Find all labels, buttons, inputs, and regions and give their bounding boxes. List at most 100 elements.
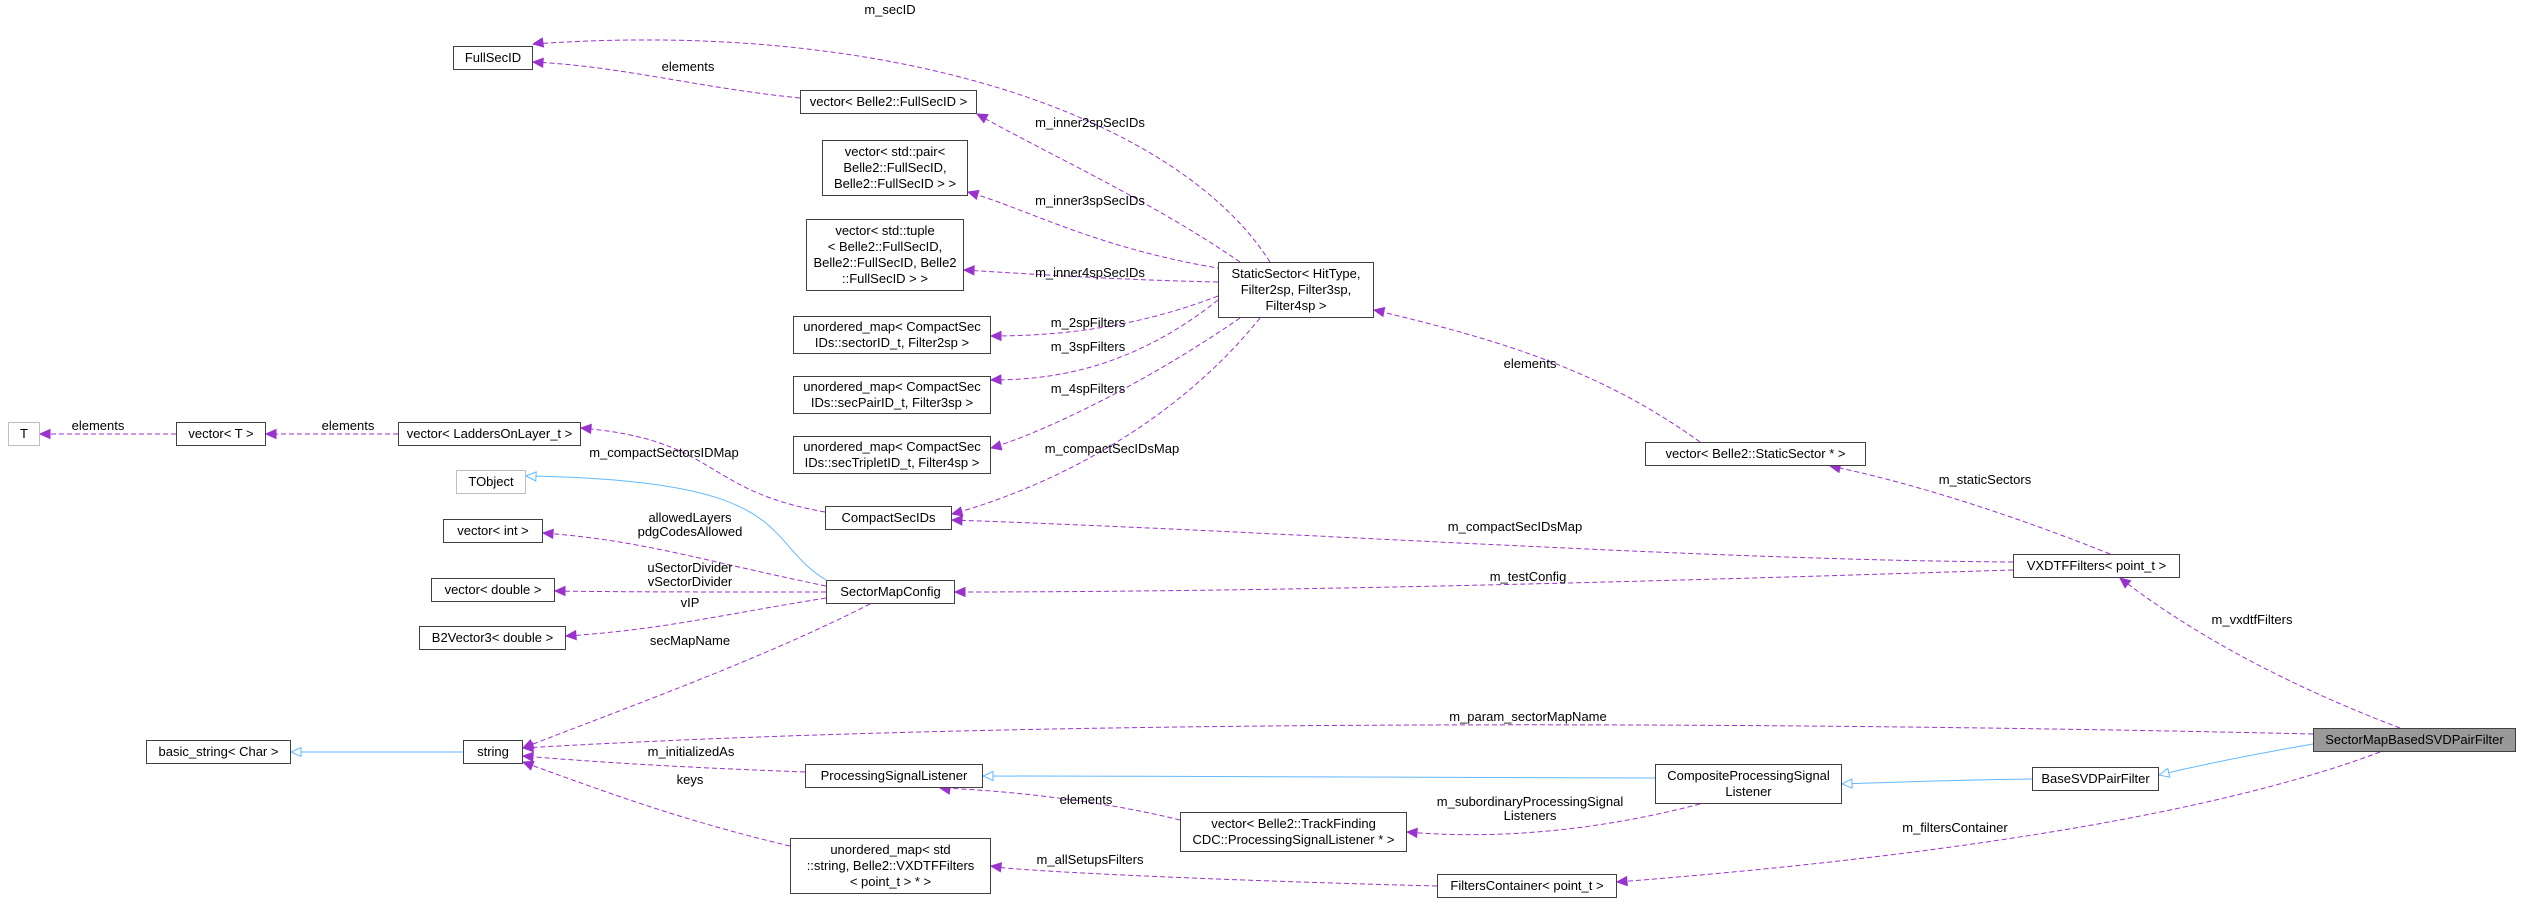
edge-arrowhead — [531, 37, 545, 48]
edge-arrowhead — [264, 428, 277, 440]
edge-labels: m_secID elements m_inner2spSecIDs m_inner3s… — [72, 2, 2293, 867]
node-compact-sec-ids[interactable]: CompactSecIDs — [825, 506, 952, 530]
node-label-line: TObject — [468, 474, 514, 489]
edge-label-line: m_filtersContainer — [1902, 820, 2008, 835]
node-vector-static-sector[interactable]: vector< Belle2::StaticSector * > — [1645, 442, 1866, 466]
usage-edge-19 — [565, 597, 827, 637]
edge-arrowhead — [541, 528, 554, 540]
edge-label-m-staticSectors: m_staticSectors — [1939, 472, 2032, 487]
node-label-line: unordered_map< CompactSec — [803, 319, 981, 334]
edge-arrowhead — [962, 265, 975, 276]
usage-edge-6 — [990, 299, 1219, 381]
node-label-line: B2Vector3< double > — [431, 630, 554, 645]
edge-label-line: elements — [72, 418, 125, 433]
node-t[interactable]: T — [8, 422, 40, 446]
node-label-line: SectorMapBasedSVDPairFilter — [2325, 732, 2504, 747]
node-label-line: vector< std::pair< — [844, 144, 946, 159]
node-basic-string[interactable]: basic_string< Char > — [146, 740, 291, 764]
node-b2vector3[interactable]: B2Vector3< double > — [419, 626, 566, 650]
edge-label-line: m_allSetupsFilters — [1037, 852, 1144, 867]
node-vector-fullsecid[interactable]: vector< Belle2::FullSecID > — [800, 90, 977, 114]
edge-label-line: m_inner2spSecIDs — [1035, 115, 1145, 130]
usage-edge-26 — [1616, 751, 2381, 883]
edge-label-m-initializedAs: m_initializedAs — [648, 744, 735, 759]
edge-label-m-allSetupsFilters: m_allSetupsFilters — [1037, 852, 1144, 867]
inheritance-edge-30 — [982, 775, 1656, 779]
node-vector-int[interactable]: vector< int > — [443, 519, 543, 543]
edge-label-m-secID: m_secID — [864, 2, 915, 17]
node-sector-map-config[interactable]: SectorMapConfig — [826, 580, 955, 604]
node-label-line: CompositeProcessingSignal — [1667, 768, 1830, 783]
node-vector-t[interactable]: vector< T > — [176, 422, 266, 446]
edge-label-line: m_2spFilters — [1051, 315, 1126, 330]
edge-label-line: elements — [322, 418, 375, 433]
node-vxdtf-filters[interactable]: VXDTFFilters< point_t > — [2013, 554, 2180, 578]
node-string[interactable]: string — [463, 740, 523, 764]
usage-edge-24 — [1406, 803, 1701, 836]
node-label-line: vector< std::tuple — [835, 223, 935, 238]
edge-arrowhead — [981, 770, 994, 782]
node-base-svd-pair-filter[interactable]: BaseSVDPairFilter — [2032, 767, 2159, 791]
inheritance-edge-31 — [1841, 778, 2033, 785]
node-label-line: StaticSector< HitType, — [1231, 266, 1361, 281]
usage-edge-17 — [542, 532, 827, 587]
node-label-line: FullSecID — [464, 50, 522, 65]
edge-arrowhead — [579, 423, 592, 435]
edge-label-m-inner3spSecIDs: m_inner3spSecIDs — [1035, 193, 1145, 208]
edges — [38, 37, 2401, 887]
node-static-sector[interactable]: StaticSector< HitType,Filter2sp, Filter3… — [1218, 262, 1374, 318]
edge-label-m-inner2spSecIDs: m_inner2spSecIDs — [1035, 115, 1145, 130]
node-label-line: Listener — [1725, 784, 1772, 799]
edge-label-elements-fullsecid: elements — [662, 59, 715, 74]
edge-arrowhead — [521, 741, 534, 753]
node-umap-string[interactable]: unordered_map< std::string, Belle2::VXDT… — [790, 838, 991, 894]
edge-label-m-inner4spSecIDs: m_inner4spSecIDs — [1035, 265, 1145, 280]
node-label-line: ::string, Belle2::VXDTFFilters — [806, 858, 975, 873]
edge-label-line: vIP — [681, 595, 700, 610]
edge-arrowhead — [953, 586, 966, 598]
node-vector-double[interactable]: vector< double > — [431, 578, 555, 602]
node-processing-signal-listener[interactable]: ProcessingSignalListener — [805, 764, 983, 788]
node-vector-ladders[interactable]: vector< LaddersOnLayer_t > — [398, 422, 581, 446]
edge-label-elements-static-sector: elements — [1504, 356, 1557, 371]
node-sector-map-based-svd-pair-filter[interactable]: SectorMapBasedSVDPairFilter — [2313, 728, 2516, 752]
edge-label-line: m_4spFilters — [1051, 381, 1126, 396]
node-vector-pair[interactable]: vector< std::pair<Belle2::FullSecID,Bell… — [822, 140, 968, 196]
usage-edge-25 — [939, 787, 1181, 821]
edge-arrowhead — [1372, 306, 1386, 318]
edge-label-m-param-sectorMapName: m_param_sectorMapName — [1449, 709, 1607, 724]
edge-label-line: m_param_sectorMapName — [1449, 709, 1607, 724]
edge-label-vIP: vIP — [681, 595, 700, 610]
usage-edge-9 — [1373, 309, 1701, 443]
node-label-line: SectorMapConfig — [840, 584, 941, 599]
edge-arrowhead — [2157, 767, 2171, 778]
inheritance-edge-32 — [2158, 743, 2314, 776]
node-full-sec-id[interactable]: FullSecID — [453, 46, 533, 70]
edge-arrowhead — [564, 629, 577, 641]
node-vector-tuple[interactable]: vector< std::tuple< Belle2::FullSecID,Be… — [806, 219, 964, 291]
edge-label-line: m_inner4spSecIDs — [1035, 265, 1145, 280]
edge-label-line: keys — [677, 772, 704, 787]
edge-label-line: elements — [1060, 792, 1113, 807]
edge-arrowhead — [989, 440, 1003, 451]
node-label-line: CompactSecIDs — [841, 510, 936, 525]
node-label-line: IDs::sectorID_t, Filter2sp > — [814, 335, 970, 350]
edge-label-line: m_initializedAs — [648, 744, 735, 759]
node-tobject[interactable]: TObject — [456, 470, 526, 494]
node-label-line: vector< LaddersOnLayer_t > — [406, 426, 573, 441]
node-filters-container[interactable]: FiltersContainer< point_t > — [1437, 874, 1617, 898]
node-label-line: Filter4sp > — [1265, 298, 1327, 313]
edge-arrowhead — [989, 374, 1002, 385]
node-label-line: IDs::secTripletID_t, Filter4sp > — [804, 455, 980, 470]
node-label-line: < point_t > * > — [849, 874, 932, 889]
edge-label-m-vxdtfFilters: m_vxdtfFilters — [2212, 612, 2293, 627]
edge-arrowhead — [521, 751, 534, 763]
